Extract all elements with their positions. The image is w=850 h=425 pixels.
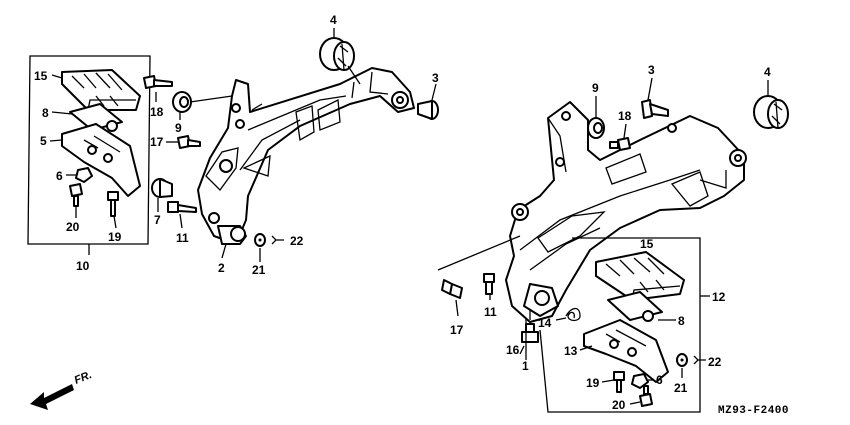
left-bolt-17 <box>166 135 201 149</box>
callout-14-right-spring: 14 <box>538 316 552 330</box>
callout-11-right-bolt: 11 <box>484 305 497 319</box>
callout-9-right-bushing: 9 <box>592 81 599 95</box>
left-footpeg-rubber <box>61 69 141 111</box>
callout-10-left-assembly: 10 <box>76 259 90 273</box>
callout-6-right-nut: 6 <box>656 373 663 387</box>
right-group-bracket <box>539 237 701 413</box>
callout-21-left-washer: 21 <box>252 263 266 277</box>
callout-9-left-bushing: 9 <box>175 121 182 135</box>
left-bolt-19 <box>107 191 119 217</box>
callout-15-left-footpeg: 15 <box>34 69 48 83</box>
right-bolt-20 <box>629 385 653 407</box>
left-nut <box>75 167 93 183</box>
left-peg-plate <box>69 103 123 132</box>
right-peg-plate <box>607 291 676 322</box>
leader-2 <box>221 243 227 259</box>
callout-8-right-plate: 8 <box>678 314 685 328</box>
right-bolt-19 <box>601 371 625 393</box>
right-collar-3 <box>641 77 677 133</box>
right-bolt-11 <box>483 273 495 300</box>
callout-20-right-bolt: 20 <box>612 398 626 412</box>
left-bolt-20 <box>69 183 83 207</box>
right-peg-holder <box>579 319 669 383</box>
left-bushing-4 <box>319 28 361 85</box>
left-group-bracket <box>27 55 151 245</box>
right-spring-14 <box>555 307 581 322</box>
callout-labels: 4 3 15 18 9 8 5 17 6 7 11 20 19 10 2 21 … <box>34 13 771 412</box>
callout-3-right-collar: 3 <box>648 63 655 77</box>
left-washer-pin <box>254 233 284 262</box>
callout-3-left-collar: 3 <box>432 71 439 85</box>
right-subframe <box>505 101 747 323</box>
callout-19-right-bolt: 19 <box>586 376 600 390</box>
left-bolt-18 <box>143 75 173 102</box>
callout-17-right-bolt: 17 <box>450 323 464 337</box>
callout-19-left-bolt: 19 <box>108 230 122 244</box>
callout-18-left-bolt: 18 <box>150 105 164 119</box>
callout-6-left-nut: 6 <box>56 169 63 183</box>
callout-11-left-bolt: 11 <box>176 231 189 245</box>
callout-15-right-footpeg: 15 <box>640 237 654 251</box>
right-bushing-9 <box>587 96 605 139</box>
right-bushing-4 <box>753 80 789 129</box>
callout-20-left-bolt: 20 <box>66 220 80 234</box>
callout-4-right-bushing: 4 <box>764 65 771 79</box>
callout-12-right-assembly: 12 <box>712 290 726 304</box>
callout-8-left-plate: 8 <box>42 106 49 120</box>
left-bushing-9 <box>172 91 233 120</box>
callout-1-right-frame: 1 <box>522 359 529 373</box>
right-bolt-17 <box>437 235 521 317</box>
callout-7-left-bushing: 7 <box>154 213 161 227</box>
callout-16-right-damper: 16 <box>506 343 520 357</box>
callout-5-left-holder: 5 <box>40 134 47 148</box>
callout-18-right-bolt: 18 <box>618 109 632 123</box>
callout-2-left-frame: 2 <box>218 261 225 275</box>
left-assembly-group <box>27 55 151 255</box>
callout-21-right-washer: 21 <box>674 381 688 395</box>
diagram-code: MZ93-F2400 <box>718 405 789 417</box>
right-footpeg-rubber <box>595 251 685 301</box>
left-bolt-11 <box>167 201 197 229</box>
left-collar-3 <box>417 83 439 120</box>
right-bolt-18 <box>609 123 631 151</box>
callout-17-left-bolt: 17 <box>150 135 164 149</box>
left-peg-holder <box>61 123 141 197</box>
right-washer-pin <box>676 353 706 378</box>
front-direction-arrow: FR. <box>30 369 94 410</box>
callout-22-left-pin: 22 <box>290 234 304 248</box>
callout-13-right-holder: 13 <box>564 344 578 358</box>
left-subframe <box>197 67 415 245</box>
callout-22-right-pin: 22 <box>708 355 722 369</box>
front-direction-label: FR. <box>73 369 94 387</box>
left-bushing-7 <box>151 178 173 212</box>
callout-4-left-bushing: 4 <box>330 13 337 27</box>
right-assembly-group <box>539 237 710 413</box>
